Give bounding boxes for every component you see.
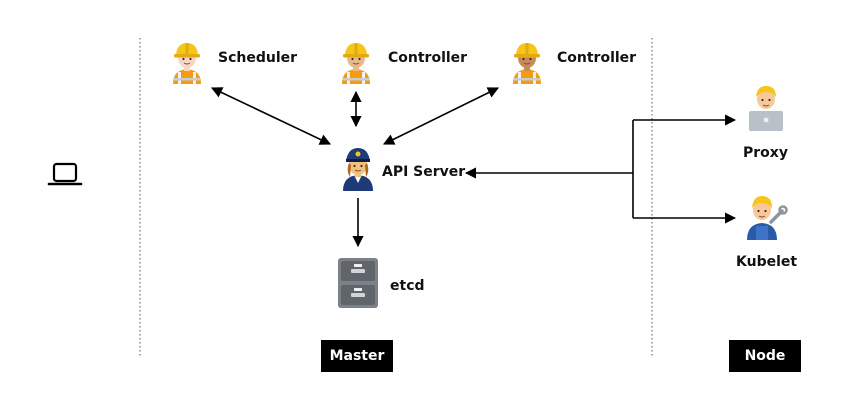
- mechanic-icon: [747, 196, 788, 240]
- controller-label: Controller: [388, 50, 468, 66]
- kubelet-label: Kubelet: [736, 254, 798, 270]
- arrow-scheduler-api: [210, 87, 332, 145]
- api-server-label: API Server: [382, 164, 466, 180]
- scheduler-label: Scheduler: [218, 50, 298, 66]
- construction-worker-medium-light-icon: [341, 42, 371, 85]
- node-region-tag: Node: [729, 340, 801, 372]
- police-officer-icon: [342, 147, 374, 192]
- proxy-label: Proxy: [743, 145, 788, 161]
- file-cabinet-icon: [338, 258, 378, 308]
- arrow-controller2-api: [382, 87, 500, 145]
- etcd-label: etcd: [390, 278, 425, 294]
- controller-label-2: Controller: [557, 50, 637, 66]
- construction-worker-light-icon: [172, 42, 202, 85]
- laptop-icon: [47, 162, 83, 186]
- construction-worker-medium-icon: [512, 42, 542, 85]
- master-region-tag: Master: [321, 340, 393, 372]
- technologist-icon: [749, 86, 783, 131]
